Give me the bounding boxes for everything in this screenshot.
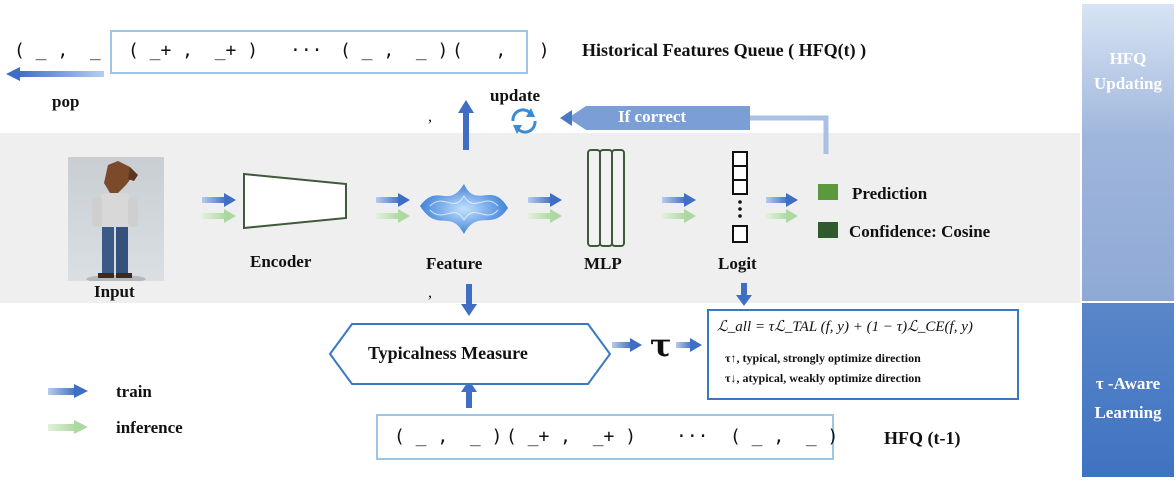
arrow-mlp-logit [662, 193, 696, 223]
if-correct-arrowhead [560, 110, 572, 126]
arrow-logit-equation [736, 283, 752, 306]
arrow-hfq-typicalness [461, 380, 477, 408]
side-label-learning: Learning [1094, 403, 1162, 422]
hfq-t-minus-1-queue [376, 414, 834, 460]
side-label-updating: Updating [1093, 74, 1163, 93]
queue-item: ( _ , _ ) [394, 426, 503, 447]
mlp-block [587, 149, 625, 247]
if-correct-label: If correct [618, 107, 687, 126]
legend-inference-label: inference [116, 418, 183, 437]
encoder-label: Encoder [250, 252, 312, 271]
side-panel-hfq-updating: HFQ Updating [1082, 4, 1174, 301]
mlp-label: MLP [584, 254, 622, 273]
arrow-feature-mlp [528, 193, 562, 223]
arrow-feature-typicalness [461, 284, 477, 316]
if-correct-feedback [560, 106, 829, 154]
side-label-tau-aware: τ -Aware [1095, 374, 1161, 393]
comma-bottom: , [428, 284, 432, 301]
queue-item: ( _ , _ ) [340, 40, 449, 61]
arrow-input-encoder [202, 193, 236, 223]
refresh-icon [511, 108, 537, 134]
typical-note: τ↑, typical, strongly optimize direction [725, 351, 921, 365]
tau-symbol: τ [650, 326, 672, 364]
atypical-note: τ↓, atypical, weakly optimize direction [725, 371, 921, 385]
queue-item: ( _+ , _+ ) [128, 40, 259, 61]
pop-arrow [6, 67, 104, 81]
queue-ellipsis: ··· [290, 40, 323, 61]
prediction-square [818, 184, 838, 200]
arrow-encoder-feature [376, 193, 410, 223]
comma-top: , [428, 108, 432, 125]
arrow-typicalness-tau [612, 338, 642, 352]
legend-train-label: train [116, 382, 152, 401]
side-label-hfq: HFQ [1109, 49, 1147, 68]
feature-up-arrow [458, 100, 474, 150]
queue-ellipsis: ··· [676, 426, 709, 447]
horse-head-person-illustration [86, 161, 146, 281]
queue-item: ( _+ , _+ ) [506, 426, 637, 447]
loss-equation-box: ℒ_all = τℒ_TAL (f, y) + (1 − τ)ℒ_CE(f, y… [707, 309, 1019, 400]
loss-equation: ℒ_all = τℒ_TAL (f, y) + (1 − τ)ℒ_CE(f, y… [717, 319, 973, 335]
input-image [68, 157, 164, 281]
queue-item-new: ( , ) [452, 40, 550, 61]
confidence-square [818, 222, 838, 238]
encoder-block [243, 172, 347, 230]
if-correct-line [750, 115, 829, 154]
if-correct-banner [568, 106, 750, 130]
feature-surface-icon [420, 184, 508, 234]
pop-label: pop [52, 92, 80, 111]
queue-item: ( _ , _ ) [730, 426, 839, 447]
arrow-tau-equation [676, 338, 702, 352]
logit-label: Logit [718, 254, 757, 273]
side-panel-tau-aware-learning: τ -Aware Learning [1082, 303, 1174, 477]
hfq-t-title: Historical Features Queue ( HFQ(t) ) [582, 40, 867, 60]
prediction-label: Prediction [852, 184, 928, 203]
hfq-t-minus-1-title: HFQ (t-1) [884, 428, 961, 448]
typicalness-measure-block [328, 323, 612, 385]
arrow-logit-prediction [766, 193, 798, 223]
confidence-label: Confidence: Cosine [849, 222, 991, 241]
logit-vector [732, 151, 748, 243]
legend-inference-arrow [48, 420, 88, 434]
update-label: update [490, 86, 541, 105]
typicalness-label: Typicalness Measure [368, 343, 528, 363]
feature-label: Feature [426, 254, 483, 273]
hfq-t-queue [110, 30, 528, 74]
legend-train-arrow [48, 384, 88, 398]
input-label: Input [94, 282, 135, 301]
